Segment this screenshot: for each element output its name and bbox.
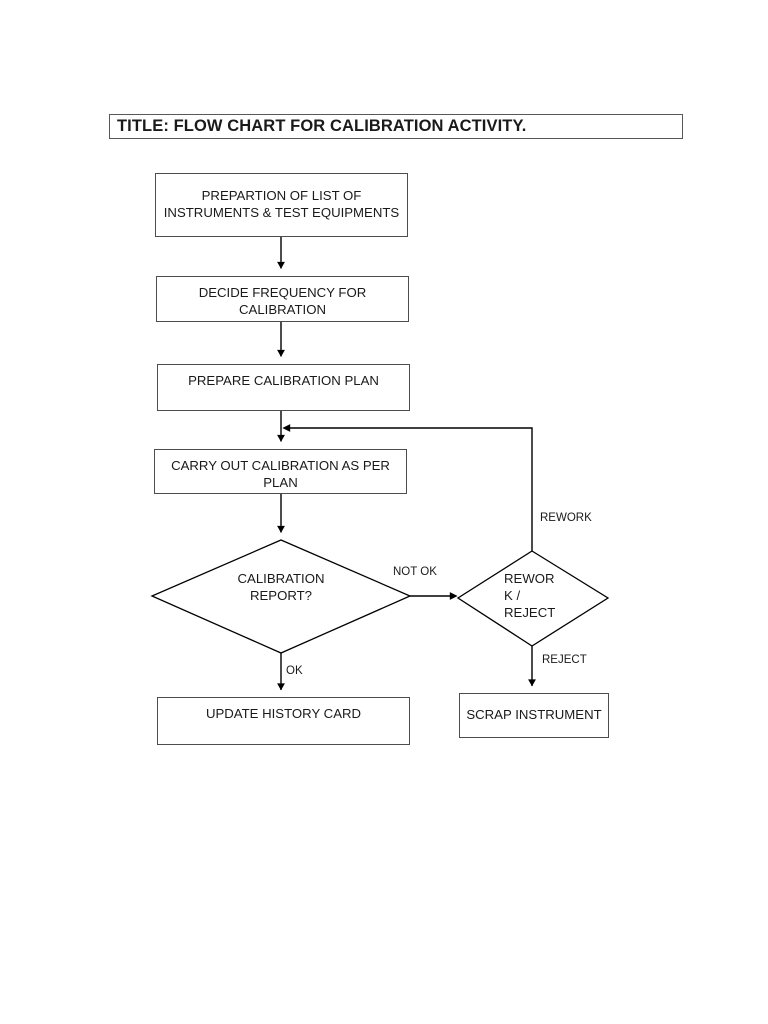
- node-rework-reject-label: REWOR K / REJECT: [504, 571, 556, 621]
- node-preparation-label: PREPARTION OF LIST OF INSTRUMENTS & TEST…: [163, 188, 400, 220]
- node-update-history-card-label: UPDATE HISTORY CARD: [205, 706, 362, 721]
- edge-label-ok: OK: [286, 665, 303, 677]
- page-title: TITLE: FLOW CHART FOR CALIBRATION ACTIVI…: [117, 117, 527, 135]
- node-calibration-report-label: CALIBRATION REPORT?: [237, 571, 325, 604]
- node-carry-out-calibration-label: CARRY OUT CALIBRATION AS PER PLAN: [171, 458, 390, 490]
- edge-label-not-ok: NOT OK: [393, 566, 437, 578]
- node-carry-out-calibration: CARRY OUT CALIBRATION AS PER PLAN: [154, 449, 407, 494]
- node-update-history-card: UPDATE HISTORY CARD: [157, 697, 410, 745]
- edge-label-reject: REJECT: [542, 654, 587, 666]
- edge-label-rework: REWORK: [540, 512, 592, 524]
- node-decide-frequency: DECIDE FREQUENCY FOR CALIBRATION: [156, 276, 409, 322]
- node-prepare-calibration-plan: PREPARE CALIBRATION PLAN: [157, 364, 410, 411]
- node-decide-frequency-label: DECIDE FREQUENCY FOR CALIBRATION: [198, 285, 367, 317]
- node-preparation: PREPARTION OF LIST OF INSTRUMENTS & TEST…: [155, 173, 408, 237]
- title-bar: TITLE: FLOW CHART FOR CALIBRATION ACTIVI…: [109, 114, 683, 139]
- node-scrap-instrument-label: SCRAP INSTRUMENT: [466, 707, 602, 723]
- node-prepare-calibration-plan-label: PREPARE CALIBRATION PLAN: [188, 373, 379, 388]
- node-scrap-instrument: SCRAP INSTRUMENT: [459, 693, 609, 738]
